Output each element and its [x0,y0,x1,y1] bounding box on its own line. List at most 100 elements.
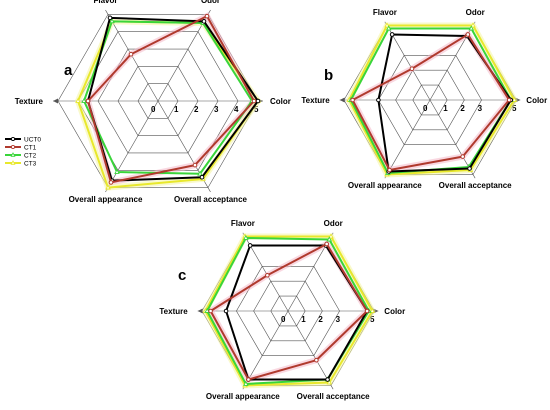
data-point-ct3-overall-appearance [105,184,111,190]
tick-label: 4 [234,105,239,114]
tick-label: 1 [443,104,448,113]
legend-label-ct1: CT1 [24,144,37,151]
legend-label-ct3: CT3 [24,160,37,167]
data-point-uct0-odor [201,19,207,24]
axis-label-odor: Odor [201,0,220,5]
data-point-ct2-odor [326,236,333,242]
data-point-ct2-odor [468,25,475,31]
tick-label: 5 [370,315,375,324]
axis-label-odor: Odor [466,8,485,17]
legend-marker-uct0 [10,136,16,142]
data-point-ct2-flavor [243,234,249,240]
data-point-ct2-overall-appearance [243,380,249,386]
panel-letter-b: b [324,67,333,84]
data-point-ct1-overall-appearance [108,180,114,185]
data-point-ct2-flavor [109,18,115,24]
data-point-ct3-odor [328,233,334,239]
data-point-ct1-texture [350,97,355,103]
data-point-ct1-texture [85,98,91,104]
data-point-uct0-texture [223,308,229,314]
tick-label: 2 [460,104,465,113]
tick-label: 3 [478,104,483,113]
data-point-ct2-texture [204,307,210,313]
tick-label: 1 [174,105,179,114]
axis-spoke-overall-appearance [384,99,431,179]
data-point-uct0-flavor [107,15,113,21]
axis-label-color: Color [270,97,291,106]
data-point-uct0-overall-acceptance [199,174,205,180]
legend-label-uct0: UCT0 [24,136,41,143]
data-point-ct1-odor [324,241,330,247]
axis-arrow-texture [197,308,203,314]
panel-letter-a: a [64,62,73,79]
tick-label: 5 [512,104,517,113]
panel-letter-c: c [178,267,186,284]
data-point-uct0-overall-acceptance [325,377,330,382]
axis-label-flavor: Flavor [373,8,397,17]
data-point-ct3-texture [75,97,81,103]
data-point-uct0-flavor [247,243,253,248]
axis-spoke-overall-appearance [105,100,159,193]
axis-label-color: Color [526,96,547,105]
data-point-ct1-overall-acceptance [314,357,319,363]
axis-label-overall-acceptance: Overall acceptance [174,195,247,204]
data-point-ct1-flavor [128,51,134,57]
data-point-ct1-overall-appearance [387,167,392,173]
axis-label-color: Color [384,307,405,316]
tick-label: 0 [151,105,156,114]
axis-label-flavor: Flavor [93,0,117,5]
data-point-ct2-texture [81,97,87,103]
axis-label-texture: Texture [159,307,188,316]
data-point-uct0-flavor [389,32,395,37]
axis-label-overall-appearance: Overall appearance [206,392,280,401]
legend-marker-ct2 [10,152,16,157]
axis-label-overall-appearance: Overall appearance [348,181,422,190]
data-point-ct1-color [506,97,512,103]
data-point-ct3-color [369,307,376,313]
axis-label-odor: Odor [324,219,343,228]
legend-label-ct2: CT2 [24,152,37,159]
data-point-uct0-texture [376,97,381,103]
data-point-ct1-flavor [409,66,415,72]
axis-spoke-overall-acceptance [429,99,476,179]
data-point-ct1-color [251,98,257,104]
data-point-ct1-color [364,308,370,314]
axis-label-flavor: Flavor [231,219,255,228]
data-point-ct1-overall-appearance [246,377,251,382]
axis-label-overall-appearance: Overall appearance [69,195,143,204]
legend-marker-ct3 [10,160,16,165]
tick-label: 0 [423,104,428,113]
data-point-ct2-overall-appearance [114,168,120,174]
axis-label-overall-acceptance: Overall acceptance [297,392,370,401]
data-point-ct1-odor [204,13,210,19]
data-point-ct3-overall-acceptance [326,379,333,385]
tick-label: 1 [301,315,306,324]
data-point-ct3-flavor [384,22,390,28]
data-point-ct1-overall-acceptance [192,162,198,168]
axis-arrow-texture [339,97,345,103]
data-point-ct1-flavor [265,272,270,278]
tick-label: 5 [254,105,259,114]
tick-label: 0 [281,315,286,324]
axis-label-overall-acceptance: Overall acceptance [439,181,512,190]
data-point-uct0-color [255,98,261,104]
data-point-ct1-overall-acceptance [460,154,465,159]
axis-spoke-overall-acceptance [287,310,334,390]
axis-label-texture: Texture [15,97,44,106]
legend-marker-ct1 [10,144,16,150]
data-point-ct2-overall-acceptance [197,170,203,176]
tick-label: 3 [336,315,341,324]
tick-label: 2 [318,315,323,324]
data-point-ct3-color [511,96,518,102]
axis-label-texture: Texture [301,96,330,105]
tick-label: 3 [214,105,219,114]
data-point-ct3-odor [470,22,476,28]
data-point-ct1-odor [465,32,471,37]
axis-arrow-texture [53,98,58,104]
